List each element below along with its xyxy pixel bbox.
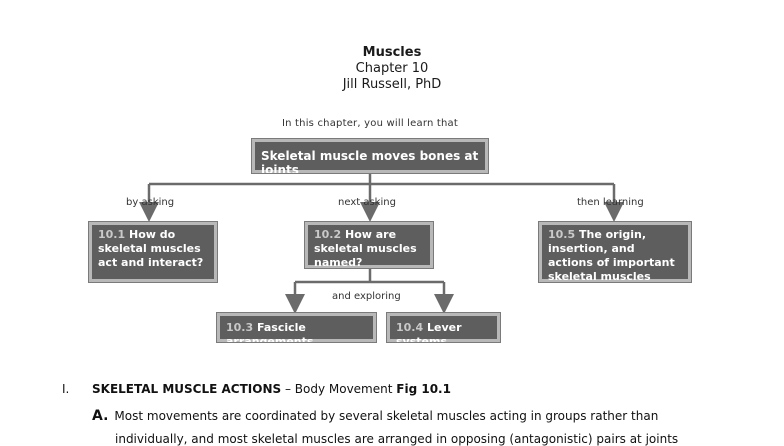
node-text: Lever systems — [396, 321, 462, 348]
connector-next-asking: next asking — [338, 197, 396, 208]
outline-item-a: A. Most movements are coordinated by seve… — [92, 408, 732, 424]
connector-by-asking: by asking — [126, 197, 175, 208]
node-text: How are skeletal muscles named? — [314, 228, 417, 269]
node-number: 10.5 — [548, 228, 576, 241]
connector-then-learning: then learning — [577, 197, 644, 208]
concept-map-intro: In this chapter, you will learn that — [281, 118, 458, 129]
node-text: Fascicle arrangements — [226, 321, 314, 348]
node-number: 10.1 — [98, 228, 126, 241]
item-letter: A. — [92, 408, 109, 424]
figure-reference: Fig 10.1 — [396, 382, 451, 396]
concept-root-box: Skeletal muscle moves bones at joints — [251, 138, 489, 177]
section-heading: SKELETAL MUSCLE ACTIONS – Body Movement … — [92, 382, 451, 396]
author-name: Jill Russell, PhD — [342, 77, 442, 92]
connector-and-exploring: and exploring — [332, 291, 401, 302]
document-header: Muscles Chapter 10 Jill Russell, PhD — [0, 45, 784, 93]
node-text: How do skeletal muscles act and interact… — [98, 228, 204, 269]
concept-node-10-5: 10.5 The origin, insertion, and actions … — [538, 221, 692, 283]
node-number: 10.2 — [314, 228, 342, 241]
concept-root-text: Skeletal muscle moves bones at joints — [261, 149, 479, 177]
concept-node-10-4: 10.4 Lever systems — [386, 312, 501, 348]
concept-node-10-3: 10.3 Fascicle arrangements — [216, 312, 377, 348]
concept-node-10-2: 10.2 How are skeletal muscles named? — [304, 221, 434, 269]
outline-roman-numeral: I. — [62, 382, 70, 396]
node-text: The origin, insertion, and actions of im… — [548, 228, 675, 283]
node-number: 10.3 — [226, 321, 254, 334]
outline-item-a-continuation: individually, and most skeletal muscles … — [115, 432, 679, 446]
concept-node-10-1: 10.1 How do skeletal muscles act and int… — [88, 221, 218, 283]
item-text: Most movements are coordinated by severa… — [114, 409, 659, 423]
document-title: Muscles — [362, 45, 422, 60]
section-heading-bold: SKELETAL MUSCLE ACTIONS — [92, 382, 282, 396]
node-number: 10.4 — [396, 321, 424, 334]
section-heading-rest: – Body Movement — [281, 382, 397, 396]
chapter-label: Chapter 10 — [355, 61, 429, 76]
